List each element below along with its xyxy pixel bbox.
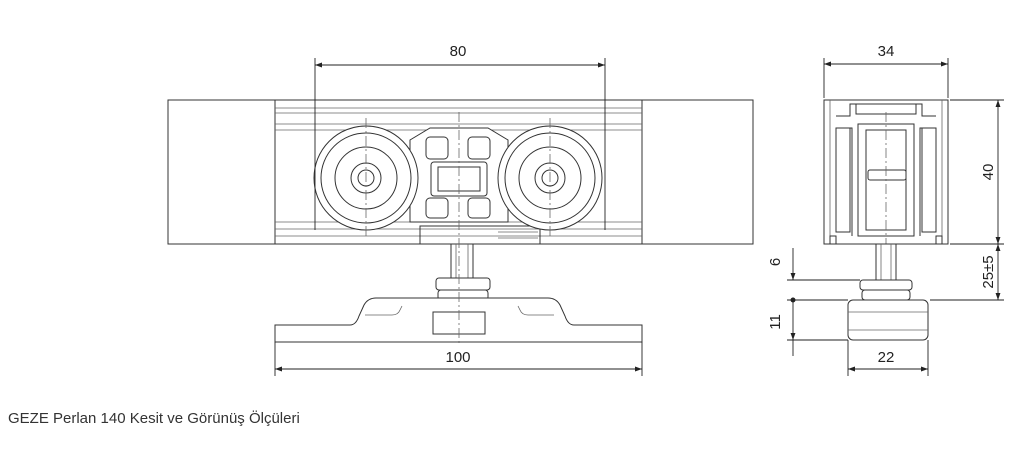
side-view: 34 40 25±5 6 11 xyxy=(767,43,1004,376)
dim-22-label: 22 xyxy=(878,349,895,366)
dim-80: 80 xyxy=(314,43,606,230)
suspension-bolt xyxy=(435,243,491,301)
dim-22: 22 xyxy=(847,340,929,376)
side-plate xyxy=(847,299,929,341)
dim-25: 25±5 xyxy=(930,244,1004,301)
track-section xyxy=(823,99,949,250)
dim-40: 40 xyxy=(950,99,1004,245)
dim-11: 11 xyxy=(767,300,848,356)
dim-100-label: 100 xyxy=(445,349,470,366)
dim-34-label: 34 xyxy=(878,43,895,60)
dim-11-label: 11 xyxy=(767,314,784,330)
dim-80-label: 80 xyxy=(450,43,467,60)
dim-40-label: 40 xyxy=(980,164,997,181)
mounting-plate xyxy=(274,297,643,343)
figure-caption: GEZE Perlan 140 Kesit ve Görünüş Ölçüler… xyxy=(8,410,300,427)
dim-6-label: 6 xyxy=(767,258,784,266)
dim-34: 34 xyxy=(823,43,949,98)
dim-100: 100 xyxy=(274,342,643,376)
dim-6: 6 xyxy=(767,248,860,303)
dim-25-label: 25±5 xyxy=(980,255,997,288)
side-bolt xyxy=(859,243,913,301)
front-view: 80 100 xyxy=(167,43,754,376)
technical-drawing: 80 100 xyxy=(167,43,1004,376)
